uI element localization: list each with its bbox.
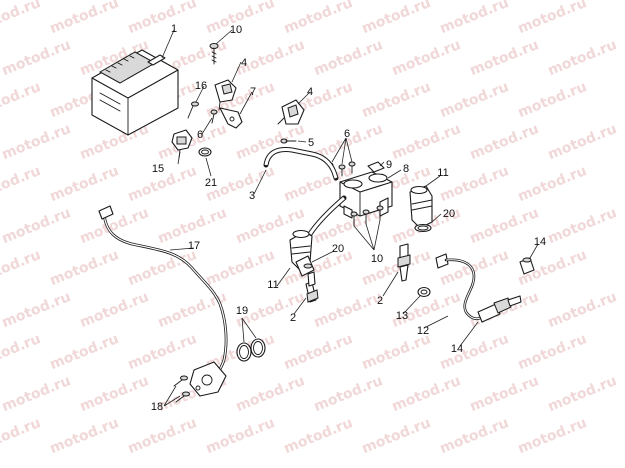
callout-6-right: 6 <box>344 128 350 140</box>
callout-9: 9 <box>386 159 392 171</box>
callout-12: 12 <box>417 325 429 337</box>
callout-8: 8 <box>403 163 409 175</box>
part-orings-19 <box>236 338 266 362</box>
part-harness-17 <box>98 205 228 384</box>
part-screw-10-top <box>209 43 219 65</box>
leader-lines <box>161 29 539 407</box>
part-boot-20-right <box>414 223 432 233</box>
callout-14-bottom: 14 <box>451 343 463 355</box>
callout-18: 18 <box>151 401 163 413</box>
callout-4-left: 4 <box>241 57 247 69</box>
callout-20-left: 20 <box>332 243 344 255</box>
part-ecu <box>91 49 179 136</box>
callout-2-left: 2 <box>290 312 296 324</box>
callout-2-right: 2 <box>377 295 383 307</box>
callout-16: 16 <box>195 80 207 92</box>
part-screws-10-center <box>350 205 384 227</box>
callout-5: 5 <box>308 137 314 149</box>
part-sensor-14 <box>477 295 522 323</box>
part-screw-5 <box>280 138 297 144</box>
part-pipe-3 <box>263 147 339 181</box>
callout-4-right: 4 <box>307 86 313 98</box>
part-spark-plug-2-right <box>397 243 411 282</box>
callout-21: 21 <box>205 177 217 189</box>
part-spark-plug-2-left <box>305 271 319 303</box>
part-oring-21 <box>198 147 212 157</box>
callout-15: 15 <box>152 163 164 175</box>
part-bolt-16 <box>187 101 199 119</box>
callout-7: 7 <box>250 86 256 98</box>
part-bolts-18 <box>173 375 190 403</box>
callout-labels: 1 10 4 7 16 6 15 21 4 5 6 8 9 3 10 11 20… <box>151 23 546 413</box>
callout-17: 17 <box>188 240 200 252</box>
part-connector-9 <box>367 161 385 173</box>
callout-11-right: 11 <box>437 167 448 179</box>
callout-20-right: 20 <box>443 208 455 220</box>
part-plug-cap-11-left <box>289 229 313 271</box>
callout-14-top: 14 <box>534 236 546 248</box>
part-ht-lead <box>307 195 347 237</box>
part-screw-6-left <box>210 109 218 124</box>
part-sensor-15 <box>171 129 193 159</box>
part-plug-cap-11-right <box>409 185 433 229</box>
callout-11-left: 11 <box>267 279 278 291</box>
callout-3: 3 <box>249 190 255 202</box>
callout-6-left: 6 <box>197 129 203 141</box>
part-cap-14 <box>519 257 535 275</box>
callout-10-center: 10 <box>371 253 383 265</box>
part-sensor-harness-end <box>189 361 227 397</box>
callout-13: 13 <box>396 310 408 322</box>
part-lead-12 <box>435 253 482 321</box>
part-sensor-4-right <box>277 99 305 125</box>
callout-1: 1 <box>171 23 177 35</box>
part-coil-8 <box>339 171 393 219</box>
part-washer-13 <box>417 286 431 298</box>
callout-10-top: 10 <box>230 24 242 36</box>
part-sensor-4-left <box>214 79 237 111</box>
callout-19: 19 <box>236 305 248 317</box>
part-boot-20-left <box>295 255 315 277</box>
part-bracket-7 <box>219 107 243 129</box>
